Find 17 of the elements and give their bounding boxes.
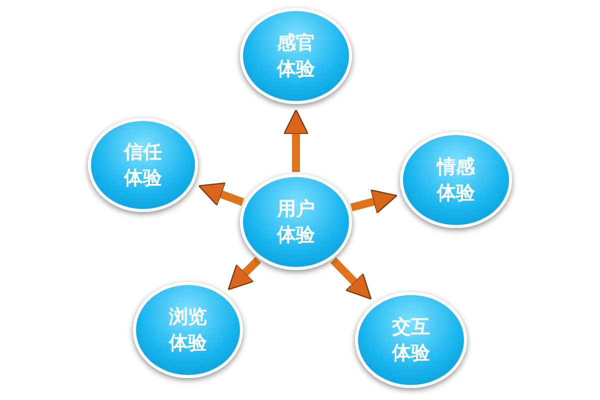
- ellipse-node: [355, 292, 467, 388]
- ellipse-node: [133, 282, 243, 378]
- ellipse-node: [240, 8, 352, 104]
- node-label: 情感体验: [436, 155, 476, 206]
- arrow: [283, 109, 309, 172]
- ellipse-node: [240, 174, 352, 270]
- ellipse-node: [400, 132, 512, 228]
- node-label: 感官体验: [276, 31, 316, 82]
- arrow: [228, 257, 261, 290]
- node-label: 浏览体验: [168, 305, 208, 356]
- arrow: [350, 189, 398, 214]
- node-label: 交互体验: [391, 315, 431, 366]
- node-label: 信任体验: [123, 140, 163, 191]
- arrow: [330, 257, 372, 300]
- arrow: [198, 182, 244, 206]
- node-label: 用户体验: [276, 197, 316, 248]
- ellipse-node: [88, 118, 198, 212]
